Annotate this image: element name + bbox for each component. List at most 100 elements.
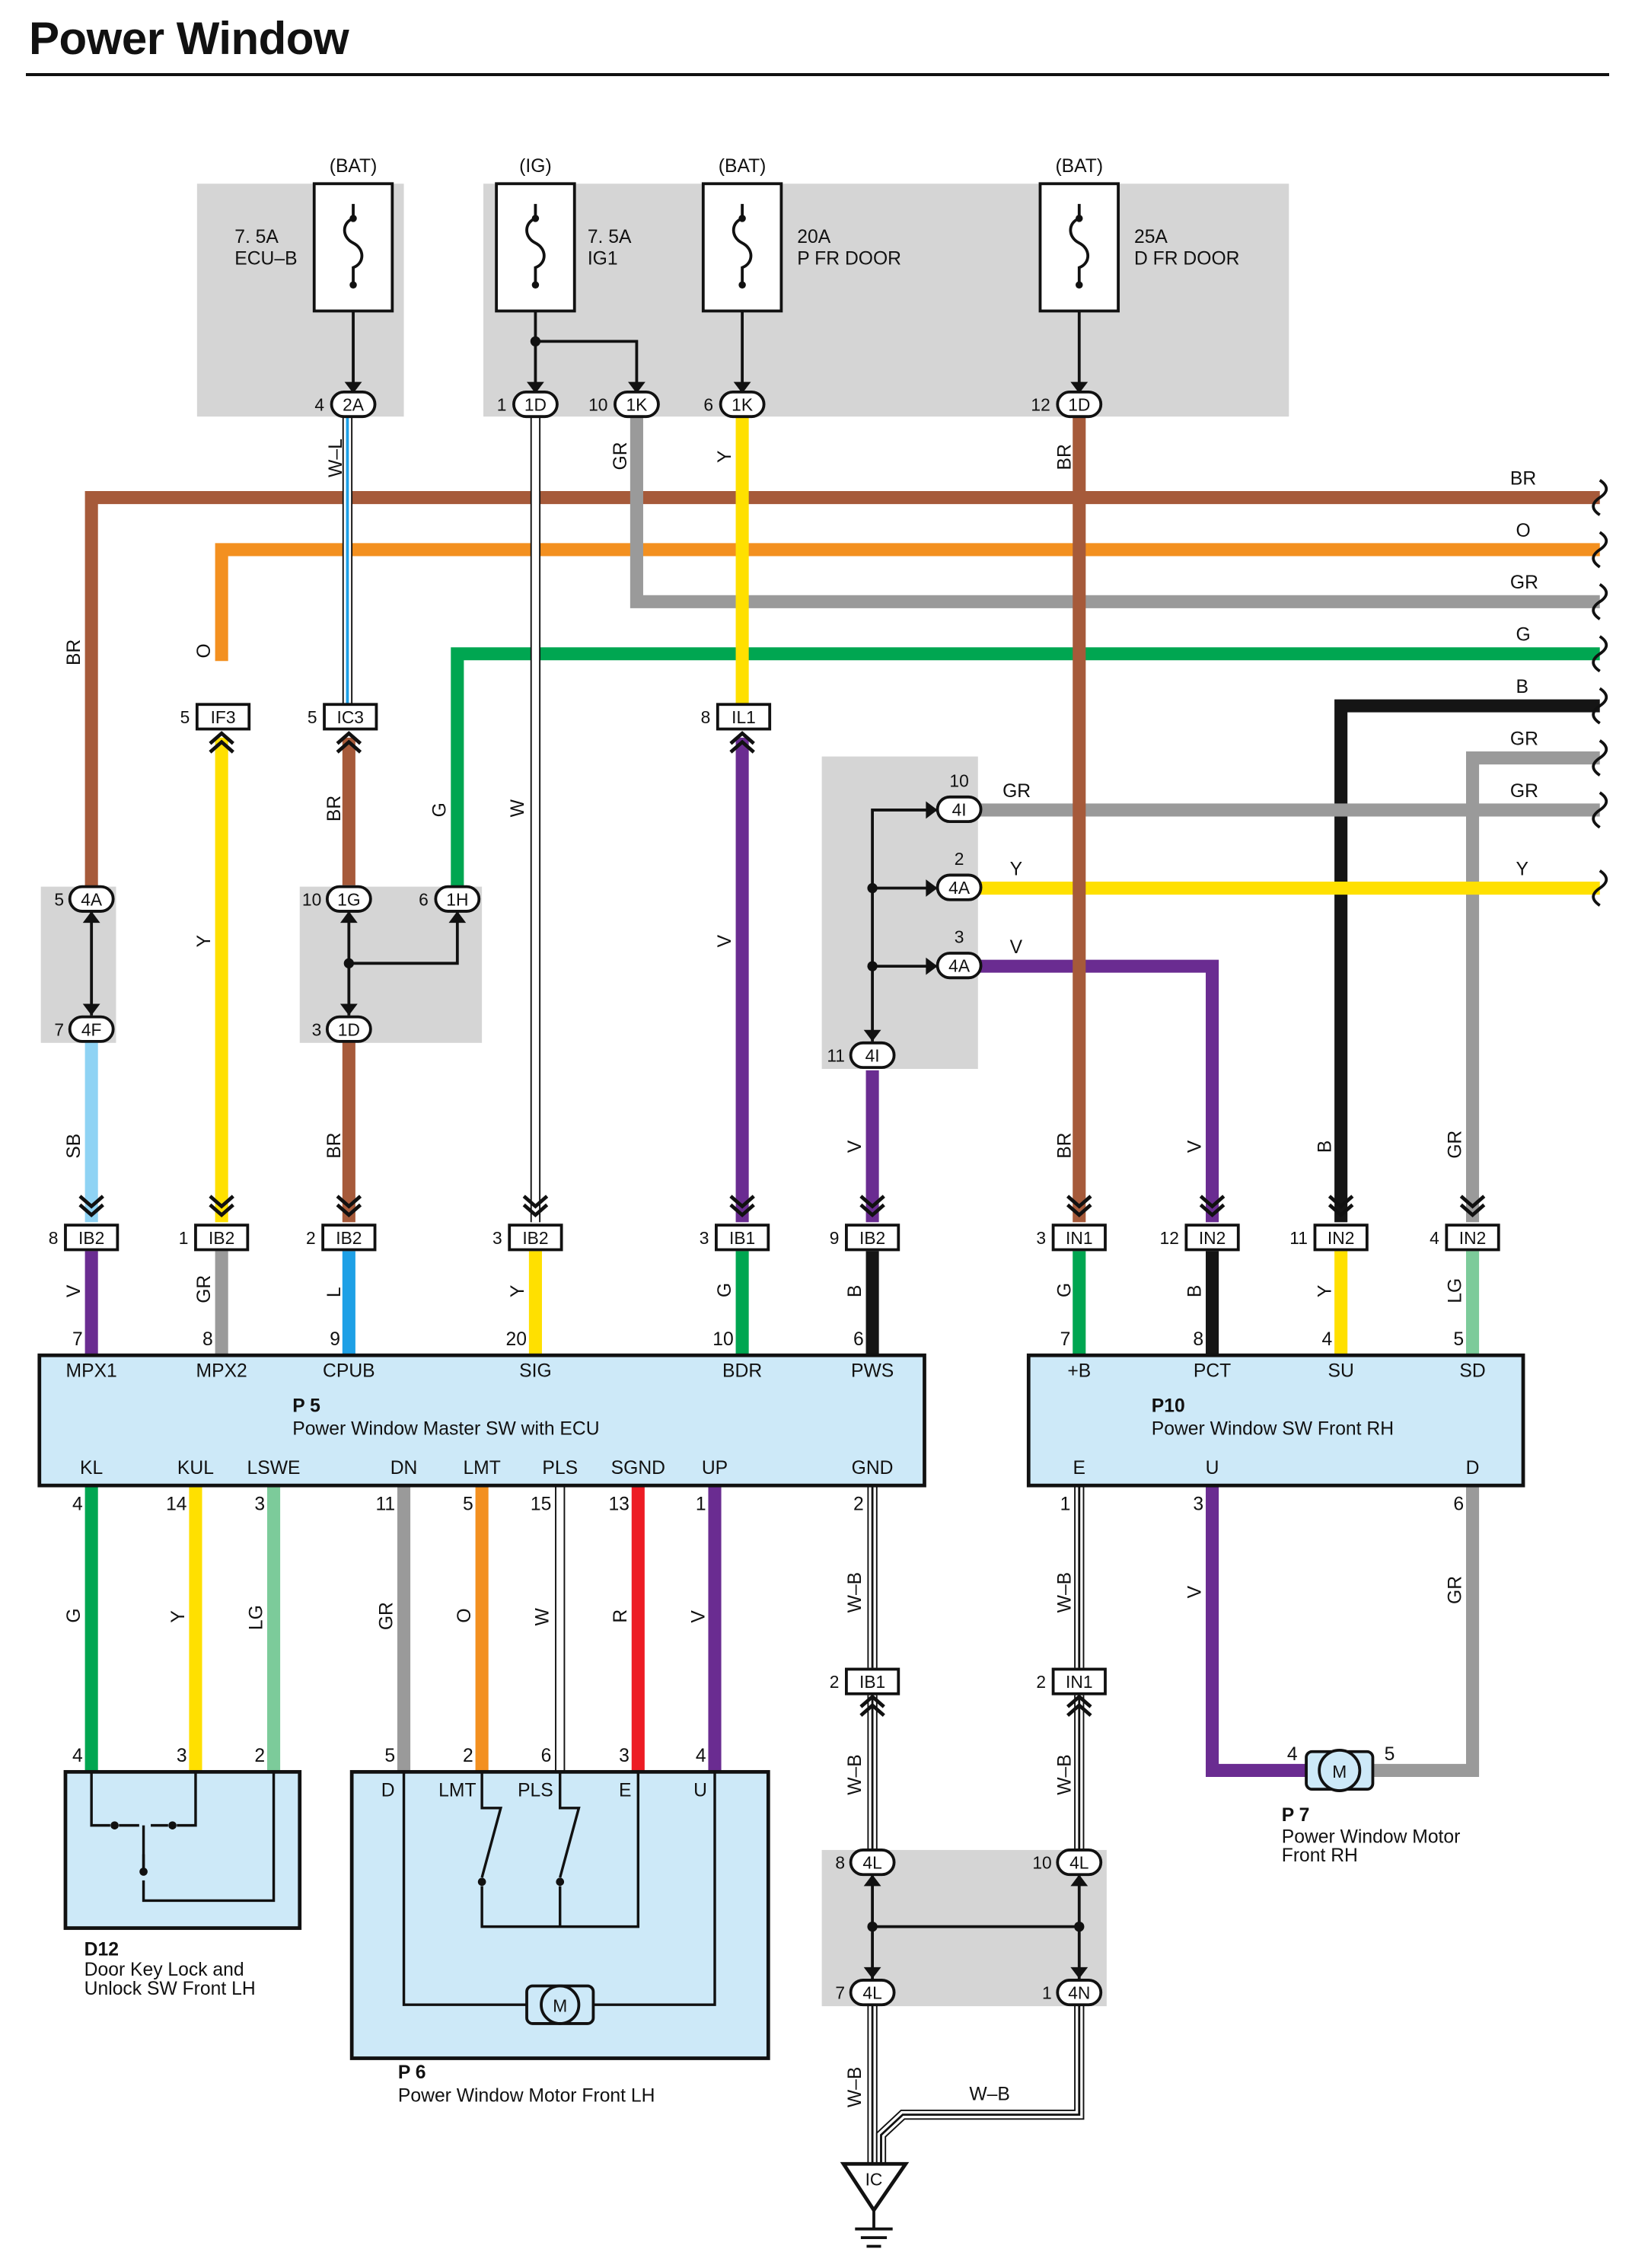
svg-text:3: 3 bbox=[1036, 1228, 1046, 1248]
svg-text:2: 2 bbox=[830, 1672, 840, 1692]
svg-text:11: 11 bbox=[827, 1046, 845, 1066]
svg-text:Y: Y bbox=[508, 1285, 528, 1297]
svg-text:P 7: P 7 bbox=[1282, 1805, 1310, 1826]
svg-text:1: 1 bbox=[1060, 1494, 1071, 1514]
svg-text:3: 3 bbox=[955, 927, 964, 947]
svg-text:L: L bbox=[324, 1287, 345, 1297]
svg-text:BR: BR bbox=[64, 640, 84, 665]
svg-text:10: 10 bbox=[302, 889, 321, 909]
svg-text:9: 9 bbox=[330, 1329, 340, 1350]
svg-text:BR: BR bbox=[1054, 1133, 1075, 1159]
svg-text:W–B: W–B bbox=[845, 1572, 865, 1613]
svg-text:PLS: PLS bbox=[518, 1781, 553, 1801]
fuse-ecu-b: (BAT) 7. 5A ECU–B bbox=[234, 156, 394, 313]
conn-4l-8: 4L 8 bbox=[835, 1849, 896, 1877]
svg-text:6: 6 bbox=[541, 1746, 552, 1766]
svg-text:MPX1: MPX1 bbox=[66, 1361, 117, 1382]
svg-text:10: 10 bbox=[949, 771, 968, 791]
svg-text:B: B bbox=[1315, 1140, 1335, 1153]
svg-text:D12: D12 bbox=[84, 1940, 119, 1960]
svg-text:Y: Y bbox=[715, 450, 735, 462]
svg-text:8: 8 bbox=[49, 1228, 59, 1248]
svg-text:D: D bbox=[1466, 1458, 1480, 1479]
motor-icon: M bbox=[525, 1984, 595, 2025]
svg-text:BR: BR bbox=[1054, 444, 1075, 470]
svg-text:IB2: IB2 bbox=[522, 1228, 548, 1248]
svg-text:10: 10 bbox=[712, 1329, 733, 1350]
svg-text:IF3: IF3 bbox=[211, 707, 236, 727]
svg-text:V: V bbox=[64, 1284, 84, 1297]
svg-text:2: 2 bbox=[1036, 1672, 1046, 1692]
svg-text:3: 3 bbox=[700, 1228, 709, 1248]
conn-1k-10: 1K 10 bbox=[588, 390, 660, 419]
component-bottom-wires bbox=[84, 1485, 1480, 2164]
svg-text:2A: 2A bbox=[343, 395, 365, 415]
svg-text:LSWE: LSWE bbox=[247, 1458, 301, 1479]
splice-lines bbox=[90, 309, 1081, 1979]
p5-master-switch: P 5 Power Window Master SW with ECU MPX1… bbox=[37, 1329, 926, 1514]
svg-text:1D: 1D bbox=[1068, 395, 1090, 415]
conn-2a: 2A 4 bbox=[314, 390, 377, 419]
svg-text:5: 5 bbox=[308, 707, 317, 727]
svg-text:G: G bbox=[715, 1283, 735, 1297]
svg-text:Y: Y bbox=[168, 1610, 189, 1622]
svg-text:GR: GR bbox=[1445, 1576, 1465, 1604]
svg-text:4: 4 bbox=[1430, 1228, 1439, 1248]
wire-v-4a3 bbox=[977, 959, 1219, 1223]
svg-text:4N: 4N bbox=[1068, 1983, 1090, 2003]
svg-text:8: 8 bbox=[835, 1853, 845, 1873]
svg-text:BR: BR bbox=[1510, 468, 1536, 489]
svg-text:4L: 4L bbox=[862, 1853, 881, 1873]
svg-text:5: 5 bbox=[180, 707, 190, 727]
svg-text:P10: P10 bbox=[1152, 1396, 1185, 1416]
bus-g bbox=[451, 647, 1600, 897]
svg-text:5: 5 bbox=[54, 889, 64, 909]
svg-text:8: 8 bbox=[1193, 1329, 1203, 1350]
svg-text:G: G bbox=[1516, 625, 1531, 646]
svg-text:IN1: IN1 bbox=[1066, 1228, 1092, 1248]
svg-text:LMT: LMT bbox=[463, 1458, 500, 1479]
conn-4a-2: 4A 2 bbox=[936, 849, 983, 901]
svg-text:BDR: BDR bbox=[722, 1361, 762, 1382]
svg-text:IB1: IB1 bbox=[729, 1228, 755, 1248]
svg-text:IN2: IN2 bbox=[1328, 1228, 1354, 1248]
svg-text:1: 1 bbox=[696, 1494, 706, 1514]
svg-text:(BAT): (BAT) bbox=[330, 156, 378, 177]
svg-text:W–B: W–B bbox=[1054, 1754, 1075, 1795]
svg-text:IG1: IG1 bbox=[588, 249, 618, 270]
svg-text:P 5: P 5 bbox=[292, 1396, 320, 1416]
title-rule bbox=[26, 73, 1609, 76]
svg-text:SIG: SIG bbox=[519, 1361, 552, 1382]
svg-text:Y: Y bbox=[1516, 859, 1528, 879]
svg-text:4A: 4A bbox=[948, 878, 971, 898]
svg-text:4A: 4A bbox=[81, 889, 103, 909]
svg-text:O: O bbox=[194, 643, 215, 658]
svg-text:4L: 4L bbox=[1069, 1853, 1089, 1873]
fuse-d-fr-door: (BAT) 25A D FR DOOR bbox=[1038, 156, 1240, 313]
motor-icon: M bbox=[1305, 1748, 1375, 1792]
svg-text:BR: BR bbox=[324, 796, 345, 821]
svg-text:4A: 4A bbox=[948, 956, 971, 976]
svg-text:Front RH: Front RH bbox=[1282, 1845, 1358, 1866]
conn-4a-3: 4A 3 bbox=[936, 927, 983, 980]
svg-text:7. 5A: 7. 5A bbox=[234, 227, 279, 247]
svg-text:4F: 4F bbox=[81, 1019, 102, 1039]
svg-text:(BAT): (BAT) bbox=[1055, 156, 1103, 177]
svg-text:IC3: IC3 bbox=[337, 707, 364, 727]
fuse-p-fr-door: (BAT) 20A P FR DOOR bbox=[701, 156, 901, 313]
svg-text:7: 7 bbox=[1060, 1329, 1071, 1350]
svg-text:W–B: W–B bbox=[969, 2085, 1010, 2105]
svg-text:SU: SU bbox=[1328, 1361, 1354, 1382]
svg-text:V: V bbox=[1184, 1140, 1205, 1153]
svg-text:W–L: W–L bbox=[326, 439, 346, 477]
svg-text:4: 4 bbox=[1322, 1329, 1333, 1350]
component-top-wires bbox=[84, 1251, 1480, 1357]
svg-text:O: O bbox=[454, 1608, 475, 1622]
bus-gr2 bbox=[1465, 751, 1600, 1223]
ground-icon: IC bbox=[840, 2161, 910, 2248]
svg-text:3: 3 bbox=[177, 1746, 187, 1766]
